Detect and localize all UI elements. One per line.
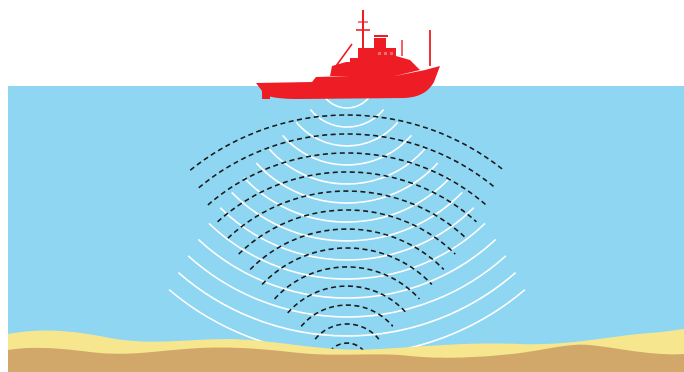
returning-echo-wavefront xyxy=(261,247,433,286)
returning-echo-wavefront xyxy=(274,266,420,300)
outgoing-wavefront xyxy=(219,207,475,261)
outgoing-wavefront xyxy=(281,134,413,166)
returning-echo-wavefront xyxy=(287,285,407,314)
ship-deckhouse xyxy=(330,62,350,76)
returning-echo-wavefront xyxy=(238,209,456,255)
outgoing-wavefront xyxy=(197,238,497,299)
outgoing-wavefront xyxy=(268,148,426,185)
research-vessel-icon xyxy=(256,10,440,99)
ship-superstructure xyxy=(350,38,420,76)
returning-echo-wavefront xyxy=(300,304,394,327)
returning-echo-wavefront xyxy=(207,152,487,206)
returning-echo-wavefront xyxy=(249,228,445,271)
returning-echo-wavefront xyxy=(227,190,467,239)
outgoing-wavefront xyxy=(187,255,507,318)
outgoing-wavefront xyxy=(324,96,370,109)
returning-echo-wavefront xyxy=(329,342,365,353)
outgoing-wavefront xyxy=(255,162,439,204)
ship-stern-block xyxy=(262,90,270,99)
returning-echo-wavefronts xyxy=(189,114,505,353)
outgoing-wavefront xyxy=(177,271,517,337)
ship-crane xyxy=(335,43,353,67)
seabed-sand-dark xyxy=(8,344,684,372)
returning-echo-wavefront xyxy=(314,323,380,340)
outgoing-wavefront xyxy=(243,177,451,223)
ship-windows xyxy=(378,52,393,55)
returning-echo-wavefront xyxy=(189,114,505,171)
outgoing-wavefront xyxy=(295,121,399,147)
returning-echo-wavefront xyxy=(198,133,496,189)
ship-hull xyxy=(256,66,440,99)
